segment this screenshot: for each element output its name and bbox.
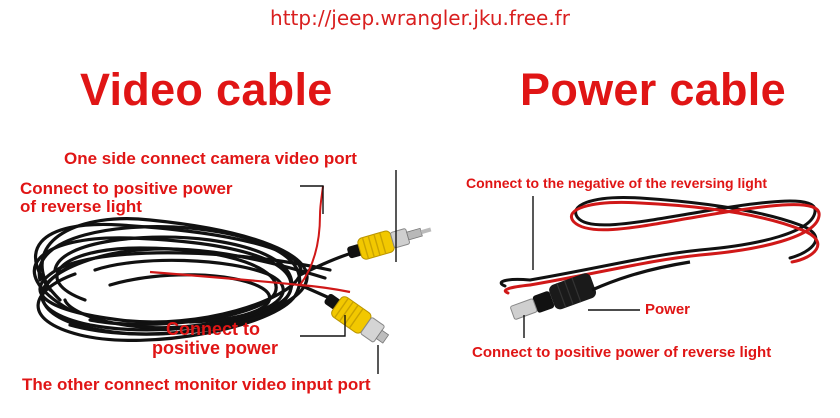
label-negative: Connect to the negative of the reversing… <box>466 175 768 191</box>
label-reverse-light: Connect to positive power of reverse lig… <box>20 180 233 216</box>
label-positive-power: Connect to positive power <box>152 320 278 358</box>
video-cable-title: Video cable <box>80 64 333 115</box>
power-cable-picture <box>499 196 821 338</box>
label-power: Power <box>645 301 691 318</box>
video-cable-picture <box>32 170 432 374</box>
label-reverse-light-line1: Connect to positive power <box>20 179 233 198</box>
label-monitor-port: The other connect monitor video input po… <box>22 375 371 394</box>
label-camera-port: One side connect camera video port <box>64 149 357 168</box>
source-url[interactable]: http://jeep.wrangler.jku.free.fr <box>270 6 570 30</box>
label-reverse-light-line2: of reverse light <box>20 196 142 216</box>
label-positive-power-line1: Connect to <box>166 319 260 339</box>
label-positive-power-reverse: Connect to positive power of reverse lig… <box>472 344 772 361</box>
power-cable-title: Power cable <box>520 64 786 115</box>
label-positive-power-line2: positive power <box>152 337 279 358</box>
